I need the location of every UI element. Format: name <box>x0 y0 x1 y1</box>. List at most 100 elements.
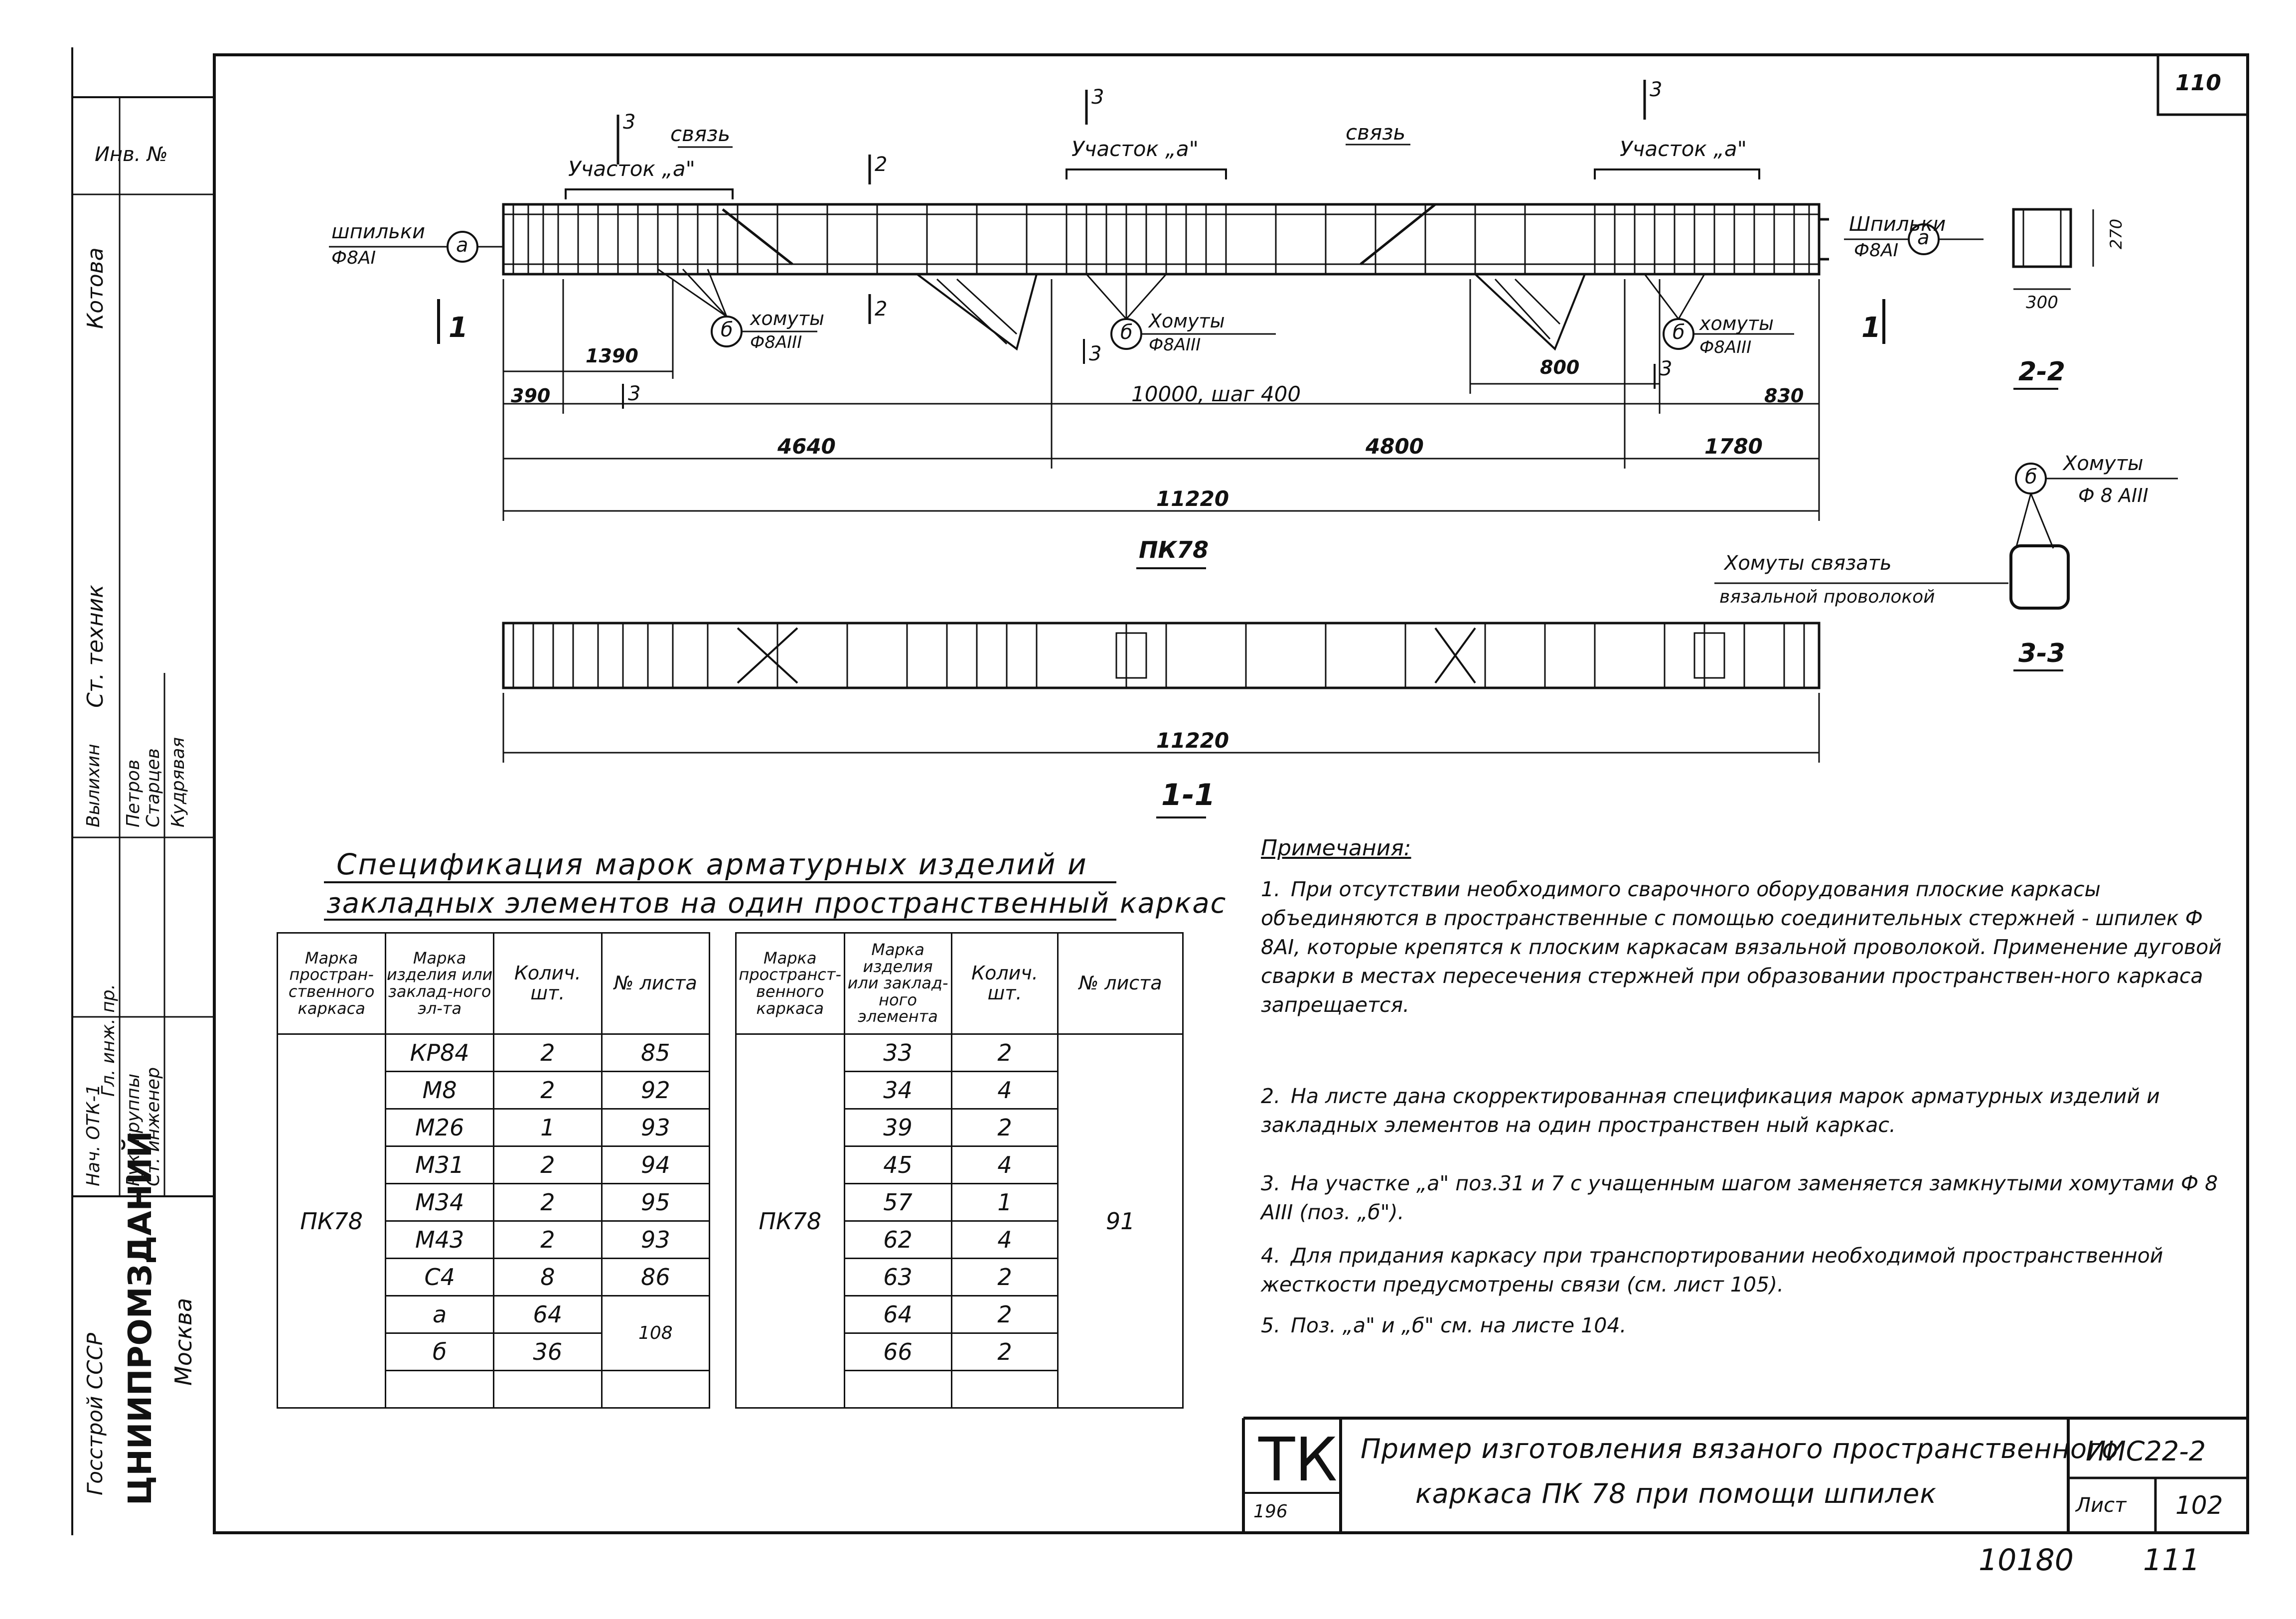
spec-cell-qty: 36 <box>493 1332 603 1371</box>
spec-cell-mark: 34 <box>843 1071 952 1110</box>
spec-cell-qty: 4 <box>950 1145 1059 1184</box>
spec-frame-cell: ПК78 <box>276 1033 387 1409</box>
section-mark-3-d: 3 <box>628 382 641 405</box>
spec-cell-mark: а <box>385 1295 495 1334</box>
section-mark-1-right: 1 <box>1861 312 1881 344</box>
section-mark-2-top: 2 <box>875 153 888 176</box>
spec-cell-mark: М34 <box>385 1183 495 1222</box>
dim-1780: 1780 <box>1704 434 1763 459</box>
uchastok-a-right: Участок „а" <box>1620 137 1747 161</box>
note-1-text: При отсутствии необходимого сварочного о… <box>1261 877 2222 1017</box>
spec-cell-mark: М26 <box>385 1108 495 1147</box>
section-mark-1-left: 1 <box>449 312 468 344</box>
svyaz-mid: связь <box>1346 120 1406 145</box>
title-tk: ТК <box>1258 1426 1338 1495</box>
spec-header-row: Марка пространст-венного каркаса Марка и… <box>735 932 1184 1035</box>
note-4-num: 4. <box>1261 1244 1281 1268</box>
spec-cell-qty: 2 <box>493 1145 603 1184</box>
section-mark-3-e: 3 <box>1089 342 1102 365</box>
spec-header-sheet: № листа <box>1057 932 1184 1035</box>
note-2-num: 2. <box>1261 1084 1281 1108</box>
spec-frame-cell: ПК78 <box>735 1033 845 1409</box>
dim-1390: 1390 <box>586 345 638 367</box>
note-1: 1.При отсутствии необходимого сварочного… <box>1261 875 2233 1019</box>
title-list-label: Лист <box>2076 1494 2127 1517</box>
spec-cell-mark: 57 <box>843 1183 952 1222</box>
spec-cell-mark: М31 <box>385 1145 495 1184</box>
homuty-3-dia: Ф8АIII <box>1699 337 1752 357</box>
spec-cell-sheet: 108 <box>601 1295 711 1371</box>
spec-cell-qty: 8 <box>493 1258 603 1296</box>
spec-cell-mark: 62 <box>843 1220 952 1259</box>
stamp-name-0: Вылихин <box>83 744 104 827</box>
dim-4640: 4640 <box>777 434 836 459</box>
circle-b-section: б <box>2025 466 2037 488</box>
section-mark-3-b: 3 <box>1091 86 1104 109</box>
svyaz-left: связь <box>670 122 731 146</box>
spec-cell-sheet: 86 <box>601 1258 711 1296</box>
homuty-1: хомуты <box>750 308 825 329</box>
tie-note-1: Хомуты связать <box>1724 552 1892 575</box>
spec-cell-mark: М43 <box>385 1220 495 1259</box>
spec-cell-qty: 2 <box>950 1258 1059 1296</box>
circle-a-right: а <box>1917 226 1930 249</box>
shpilki-left-label: шпильки <box>331 220 426 243</box>
stamp-org-2: ЦНИИПРОМЗДАНИЙ <box>122 1131 159 1505</box>
view-2-2-caption: 2-2 <box>2018 357 2065 387</box>
note-3: 3.На участке „а" поз.31 и 7 с учащенным … <box>1261 1169 2233 1227</box>
spec-table-left: Марка простран-ственного каркаса Марка и… <box>276 932 711 1409</box>
section-mark-3-a: 3 <box>623 111 636 134</box>
spec-title-2: закладных элементов на один пространстве… <box>326 887 1227 920</box>
spec-cell-mark <box>843 1370 952 1409</box>
spec-cell-qty: 2 <box>493 1183 603 1222</box>
spec-title-1: Спецификация марок арматурных изделий и <box>336 847 1088 881</box>
dim-830: 830 <box>1764 385 1804 407</box>
uchastok-a-mid: Участок „а" <box>1071 137 1199 161</box>
spec-cell-mark <box>385 1370 495 1409</box>
uchastok-a-left: Участок „а" <box>568 157 695 181</box>
spec-cell-qty: 2 <box>493 1220 603 1259</box>
spec-header-frame: Марка простран-ственного каркаса <box>276 932 387 1035</box>
section-mark-3-f: 3 <box>1660 357 1673 380</box>
spec-cell-sheet: 92 <box>601 1071 711 1110</box>
pk78-caption: ПК78 <box>1139 536 1209 563</box>
note-4: 4.Для придания каркасу при транспортиров… <box>1261 1241 2233 1299</box>
note-4-text: Для придания каркасу при транспортирован… <box>1261 1244 2163 1296</box>
spec-cell-sheet: 93 <box>601 1220 711 1259</box>
note-5: 5.Поз. „а" и „б" см. на листе 104. <box>1261 1311 2233 1340</box>
spec-cell-mark: М8 <box>385 1071 495 1110</box>
dim-270: 270 <box>2107 218 2126 249</box>
shpilki-right-dia: Ф8АI <box>1854 240 1899 261</box>
circle-b-2: б <box>1120 321 1133 344</box>
spec-cell-qty: 1 <box>493 1108 603 1147</box>
spec-header-qty: Колич. шт. <box>950 932 1059 1035</box>
shpilki-left-dia: Ф8АI <box>331 248 376 268</box>
stamp-sig-label-0: Ст. техник <box>83 584 108 708</box>
note-3-text: На участке „а" поз.31 и 7 с учащенным ша… <box>1261 1171 2218 1224</box>
stamp-position-1: Гл. инж. пр. <box>98 983 119 1097</box>
table-row <box>278 1370 711 1409</box>
dim-11220-plan: 11220 <box>1156 728 1229 753</box>
spec-cell-qty: 2 <box>950 1332 1059 1371</box>
homuty-2-dia: Ф8АIII <box>1149 335 1201 355</box>
spec-header-qty: Колич. шт. <box>493 932 603 1035</box>
stamp-position-0: Нач. ОТК-1 <box>83 1084 104 1186</box>
spec-header-mark: Марка изделия или заклад-ного эл-та <box>385 932 495 1035</box>
section-mark-3-c: 3 <box>1650 78 1663 101</box>
dim-4800: 4800 <box>1366 434 1424 459</box>
spec-header-mark: Марка изделия или заклад-ного элемента <box>843 932 952 1035</box>
stamp-name-1: Петров <box>123 759 144 827</box>
circle-b-3: б <box>1673 321 1685 344</box>
